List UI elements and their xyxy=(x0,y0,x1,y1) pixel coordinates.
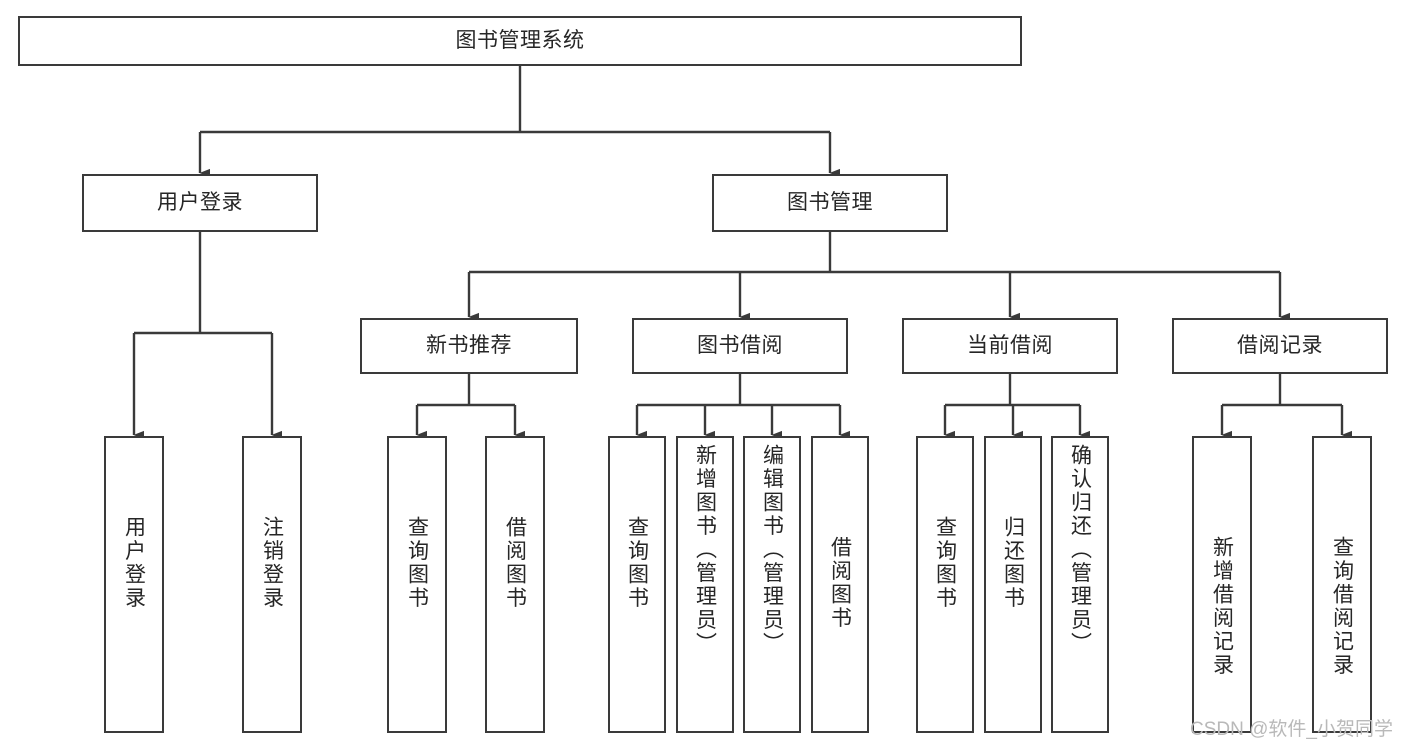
node-leaf-edit-book-admin-label: 编辑图书（管理员） xyxy=(760,444,784,656)
node-current-borrow[interactable]: 当前借阅 xyxy=(902,318,1118,374)
node-leaf-add-book-admin-label: 新增图书（管理员） xyxy=(693,444,717,656)
node-leaf-return-book[interactable]: 归还图书 xyxy=(984,436,1042,733)
node-leaf-add-borrow-record[interactable]: 新增借阅记录 xyxy=(1192,436,1252,733)
node-new-book-recommend[interactable]: 新书推荐 xyxy=(360,318,578,374)
node-book-borrow-label: 图书借阅 xyxy=(697,333,783,357)
node-borrow-record[interactable]: 借阅记录 xyxy=(1172,318,1388,374)
node-leaf-user-logout-label: 注销登录 xyxy=(260,516,284,610)
node-leaf-borrow-book-2[interactable]: 借阅图书 xyxy=(811,436,869,733)
node-leaf-query-book-2[interactable]: 查询图书 xyxy=(608,436,666,733)
node-new-book-recommend-label: 新书推荐 xyxy=(426,333,512,357)
node-leaf-query-book-3[interactable]: 查询图书 xyxy=(916,436,974,733)
node-leaf-add-borrow-record-label: 新增借阅记录 xyxy=(1210,536,1234,677)
node-leaf-confirm-return-admin[interactable]: 确认归还（管理员） xyxy=(1051,436,1109,733)
node-leaf-add-book-admin[interactable]: 新增图书（管理员） xyxy=(676,436,734,733)
node-book-manage[interactable]: 图书管理 xyxy=(712,174,948,232)
node-leaf-user-login-label: 用户登录 xyxy=(122,516,146,610)
node-root-system-label: 图书管理系统 xyxy=(455,28,585,52)
node-leaf-query-book-1-label: 查询图书 xyxy=(405,516,429,610)
node-current-borrow-label: 当前借阅 xyxy=(967,333,1053,357)
node-user-login[interactable]: 用户登录 xyxy=(82,174,318,232)
node-leaf-query-book-2-label: 查询图书 xyxy=(625,516,649,610)
node-leaf-borrow-book-1[interactable]: 借阅图书 xyxy=(485,436,545,733)
node-leaf-confirm-return-admin-label: 确认归还（管理员） xyxy=(1068,444,1092,656)
node-book-borrow[interactable]: 图书借阅 xyxy=(632,318,848,374)
node-user-login-label: 用户登录 xyxy=(157,190,243,214)
node-leaf-borrow-book-1-label: 借阅图书 xyxy=(503,516,527,610)
node-leaf-borrow-book-2-label: 借阅图书 xyxy=(828,536,852,630)
node-leaf-query-book-1[interactable]: 查询图书 xyxy=(387,436,447,733)
csdn-watermark: CSDN @软件_小贺同学 xyxy=(1190,719,1393,740)
node-borrow-record-label: 借阅记录 xyxy=(1237,333,1323,357)
node-leaf-user-login[interactable]: 用户登录 xyxy=(104,436,164,733)
node-leaf-return-book-label: 归还图书 xyxy=(1001,516,1025,610)
node-leaf-query-book-3-label: 查询图书 xyxy=(933,516,957,610)
node-leaf-edit-book-admin[interactable]: 编辑图书（管理员） xyxy=(743,436,801,733)
node-leaf-user-logout[interactable]: 注销登录 xyxy=(242,436,302,733)
node-leaf-query-borrow-record[interactable]: 查询借阅记录 xyxy=(1312,436,1372,733)
node-book-manage-label: 图书管理 xyxy=(787,190,873,214)
node-root-system[interactable]: 图书管理系统 xyxy=(18,16,1022,66)
node-leaf-query-borrow-record-label: 查询借阅记录 xyxy=(1330,536,1354,677)
